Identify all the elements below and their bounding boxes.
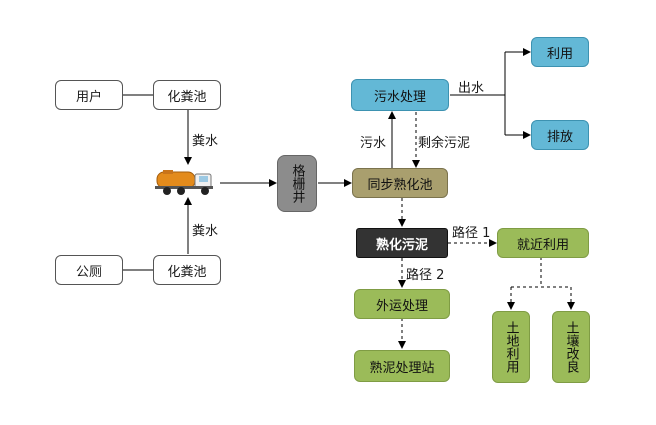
sewage-truck-icon	[155, 166, 217, 196]
label-effluent: 出水	[458, 81, 485, 96]
label-feces-water-bottom: 粪水	[192, 224, 219, 239]
node-utilize: 利用	[531, 37, 589, 67]
node-grating-well: 格栅井	[277, 155, 317, 212]
node-septic-top: 化粪池	[153, 80, 221, 110]
label-residual-sludge: 剩余污泥	[418, 136, 471, 151]
label-route2: 路径 2	[406, 268, 445, 283]
node-sync-digester: 同步熟化池	[352, 168, 448, 198]
node-toilet: 公厕	[55, 255, 123, 285]
node-soil-improvement: 土壤改良	[552, 311, 590, 383]
node-user: 用户	[55, 80, 123, 110]
label-feces-water-top: 粪水	[192, 134, 219, 149]
label-route1: 路径 1	[452, 226, 491, 241]
node-land-use: 土地利用	[492, 311, 530, 383]
node-external-treatment: 外运处理	[354, 289, 450, 319]
node-discharge: 排放	[531, 120, 589, 150]
node-mature-sludge-station: 熟泥处理站	[354, 350, 450, 382]
node-sewage-treatment: 污水处理	[351, 79, 449, 111]
node-nearby-use: 就近利用	[497, 228, 589, 258]
node-mature-sludge: 熟化污泥	[356, 228, 448, 258]
label-sewage: 污水	[360, 136, 387, 151]
node-septic-bottom: 化粪池	[153, 255, 221, 285]
